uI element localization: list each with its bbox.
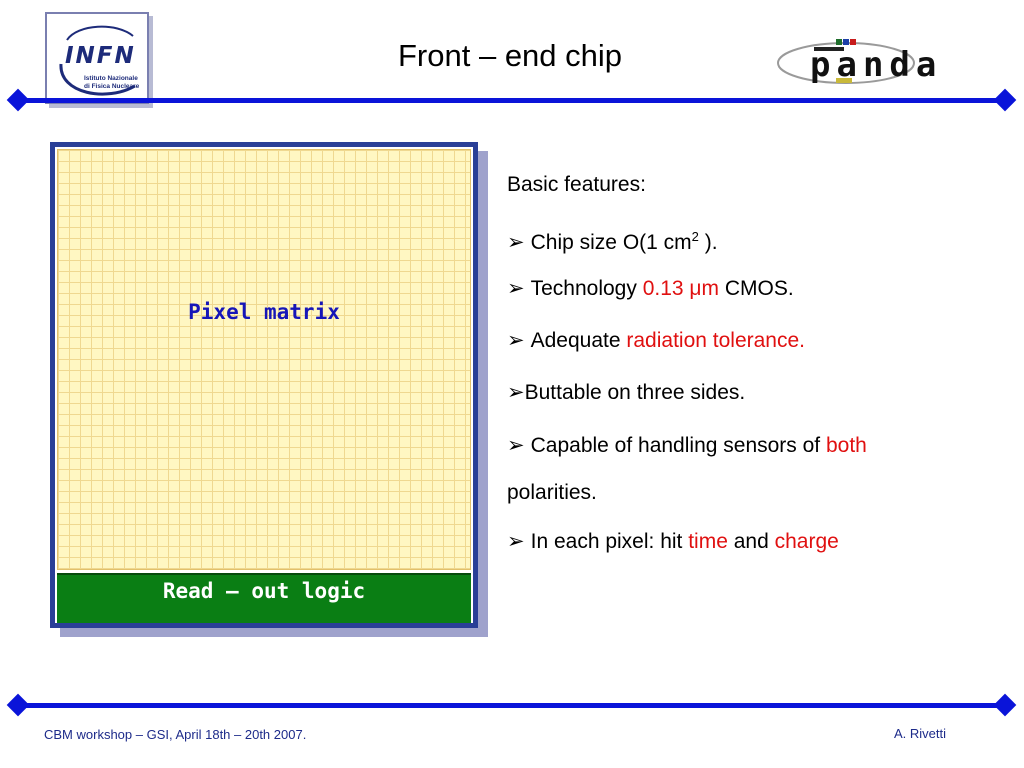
chip-diagram: Pixel matrix Read – out logic bbox=[50, 142, 478, 628]
footer-rule-left-diamond-icon bbox=[6, 693, 30, 717]
bullet-arrow-icon: ➢ bbox=[507, 530, 525, 553]
slide-title: Front – end chip bbox=[398, 38, 623, 73]
footer-rule-right-diamond-icon bbox=[993, 693, 1017, 717]
footer-author: A. Rivetti bbox=[894, 726, 947, 741]
infn-logo-text: INFN bbox=[65, 43, 136, 69]
infn-logo-subtitle: Istituto Nazionale di Fisica Nucleare bbox=[84, 75, 140, 90]
infn-logo-swoosh-icon bbox=[59, 25, 136, 96]
bullet-arrow-icon: ➢ bbox=[507, 381, 525, 404]
feature-pixel-content: ➢In each pixel: hit time and charge bbox=[507, 527, 839, 557]
feature-technology: ➢Technology 0.13 μm CMOS. bbox=[507, 274, 794, 304]
header-rule-left-diamond-icon bbox=[6, 88, 30, 112]
footer-rule bbox=[17, 703, 1007, 708]
header-rule bbox=[17, 98, 1007, 103]
bullet-arrow-icon: ➢ bbox=[507, 329, 525, 352]
svg-text:panda: panda bbox=[810, 45, 942, 85]
pixel-matrix: Pixel matrix bbox=[57, 149, 471, 570]
bullet-arrow-icon: ➢ bbox=[507, 277, 525, 300]
readout-logic-label: Read – out logic bbox=[162, 579, 366, 603]
bullet-arrow-icon: ➢ bbox=[507, 231, 525, 254]
feature-chip-size: ➢Chip size O(1 cm2 ). bbox=[507, 222, 718, 258]
chip-inner: Pixel matrix Read – out logic bbox=[55, 147, 473, 623]
feature-polarities-line2: polarities. bbox=[507, 481, 597, 504]
feature-buttable: ➢Buttable on three sides. bbox=[507, 381, 746, 404]
panda-logo-icon: panda bbox=[777, 39, 942, 85]
bullet-arrow-icon: ➢ bbox=[507, 434, 525, 457]
panda-logo: panda bbox=[776, 36, 986, 88]
readout-logic: Read – out logic bbox=[57, 573, 471, 623]
feature-radiation: ➢Adequate radiation tolerance. bbox=[507, 326, 805, 356]
header-rule-right-diamond-icon bbox=[993, 88, 1017, 112]
infn-logo: INFN Istituto Nazionale di Fisica Nuclea… bbox=[45, 12, 149, 104]
pixel-matrix-label: Pixel matrix bbox=[188, 300, 340, 324]
features-heading: Basic features: bbox=[507, 173, 646, 196]
feature-polarities: ➢Capable of handling sensors of both bbox=[507, 431, 867, 461]
footer-event: CBM workshop – GSI, April 18th – 20th 20… bbox=[44, 727, 307, 742]
